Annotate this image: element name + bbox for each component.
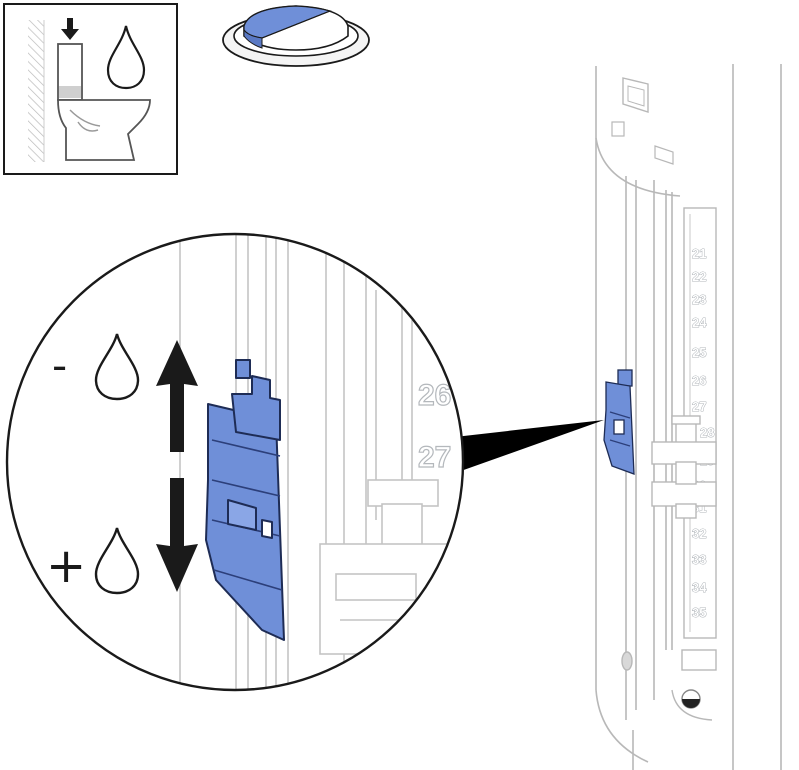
water-drop-icon [94, 527, 140, 595]
zoom-pointer [446, 420, 604, 472]
plus-sign: + [46, 538, 86, 594]
scale-number: 34 [692, 580, 707, 595]
scale-number: 33 [692, 552, 706, 567]
scale-number: 26 [418, 379, 451, 412]
flush-volume-clip-zoomed [205, 359, 285, 641]
minus-sign: - [52, 341, 67, 390]
scale-number: 27 [418, 441, 451, 474]
scale-number: 28 [700, 425, 714, 440]
scale-number: 24 [692, 315, 707, 330]
arrow-down-icon [61, 18, 79, 40]
zoom-detail: 26 27 - + [5, 232, 465, 692]
scale-number: 22 [692, 269, 706, 284]
scale-number: 23 [692, 292, 706, 307]
float-holder [651, 415, 717, 519]
scale-number: 21 [692, 246, 706, 261]
up-down-arrow-icon [156, 340, 198, 592]
scale-number: 35 [692, 605, 706, 620]
cistern-bottom [621, 649, 717, 721]
scale-number: 27 [692, 399, 706, 414]
flush-volume-clip [603, 369, 635, 475]
scale-number: 25 [692, 345, 706, 360]
scale-number: 26 [692, 373, 706, 388]
scale-number: 32 [692, 526, 706, 541]
toilet-flush-icon [3, 3, 178, 175]
water-drop-icon [106, 25, 146, 90]
water-drop-icon [94, 333, 140, 401]
flush-button-icon [222, 5, 370, 67]
